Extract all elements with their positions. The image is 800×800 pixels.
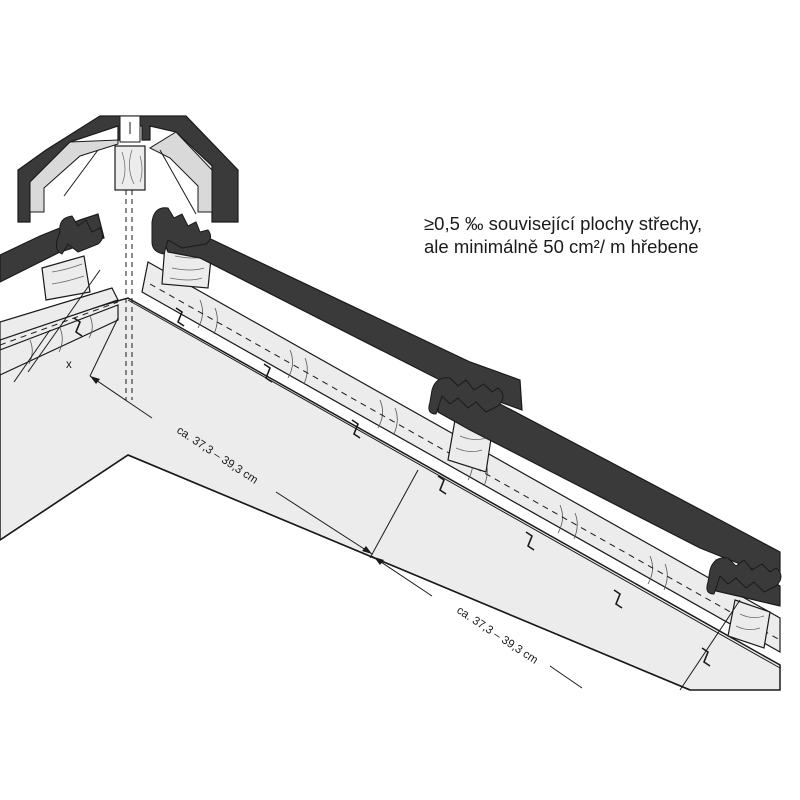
membrane-line (127, 299, 781, 669)
wood-grain-left (28, 315, 93, 365)
batten-band-left (0, 304, 119, 376)
roof-tiles-right (151, 207, 782, 607)
wood-grain-right (197, 299, 743, 635)
roof-tiles-left (0, 213, 105, 283)
ridge-batten-grain (121, 149, 143, 185)
dimension-arrow (374, 557, 384, 565)
batten-joints (175, 307, 711, 667)
dimension-lines (89, 317, 741, 691)
x-label: x (66, 359, 72, 371)
tile-interlock (151, 207, 212, 255)
ridge-cap-inner (148, 131, 213, 213)
nail-line-left (0, 301, 119, 346)
ridge-holder (125, 190, 133, 400)
ridge-cap-inner (29, 139, 119, 213)
batten-joint-left (73, 317, 83, 337)
rafter-line-right (127, 454, 691, 691)
tile-interlock (428, 377, 504, 415)
ventilation-note-line1: ≥0,5 ‰ související plochy střechy, (424, 213, 703, 234)
x-dimension (13, 269, 101, 383)
roof-tile (159, 231, 523, 411)
ridge-vent-line (63, 149, 197, 215)
ridge-batten (114, 145, 146, 191)
rafter-line-left (0, 454, 129, 541)
tile-interlock (56, 215, 104, 255)
batten-grain (51, 255, 765, 630)
dimension-arrow (90, 376, 100, 384)
ventilation-note-line2: ale minimálně 50 cm²/ m hřebene (424, 236, 699, 257)
tile-interlock (706, 557, 782, 595)
counter-batten-left (0, 287, 119, 341)
dimension-arrow (362, 546, 372, 554)
